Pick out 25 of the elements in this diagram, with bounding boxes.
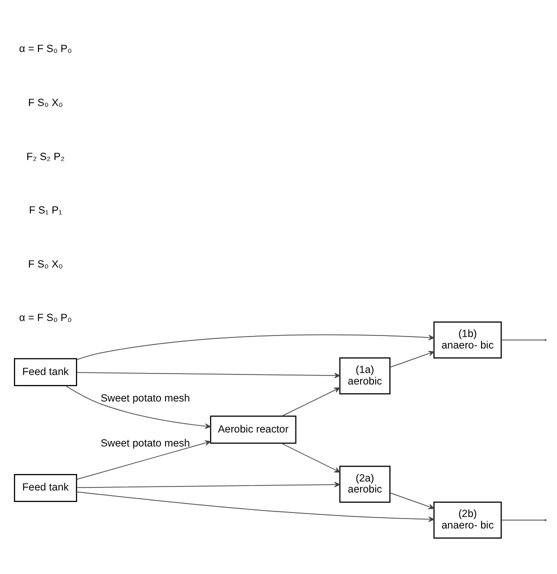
node-box: Feed tank (14, 474, 78, 502)
arrow (390, 492, 434, 510)
arrow (280, 442, 340, 473)
label: α = F S₀ P₀ (19, 313, 72, 324)
edge-label: Sweet potato mesh (100, 438, 190, 450)
node-box: (1b) anaero- bic (433, 322, 502, 359)
arrow (390, 350, 434, 368)
edge-label: Sweet potato mesh (100, 393, 190, 404)
node-box: Feed tank (14, 358, 78, 386)
node-box: (2a) aerobic (339, 466, 390, 503)
label: F S₀ X₀ (28, 98, 63, 109)
label: α = F S₀ P₀ (19, 44, 72, 56)
label: F₂ S₂ P₂ (26, 152, 65, 163)
node-box: (2b) anaero- bic (433, 502, 502, 539)
arrow (76, 372, 340, 378)
arrow (65, 385, 211, 429)
label: F S₀ X₀ (28, 259, 63, 270)
arrow (76, 440, 211, 480)
arrow (281, 387, 340, 416)
arrow (76, 491, 434, 522)
arrow (76, 482, 340, 488)
arrow (76, 334, 434, 360)
node-box: Aerobic reactor (210, 416, 296, 444)
label: F S₁ P₁ (28, 206, 62, 217)
node-box: (1a) aerobic (339, 357, 390, 394)
